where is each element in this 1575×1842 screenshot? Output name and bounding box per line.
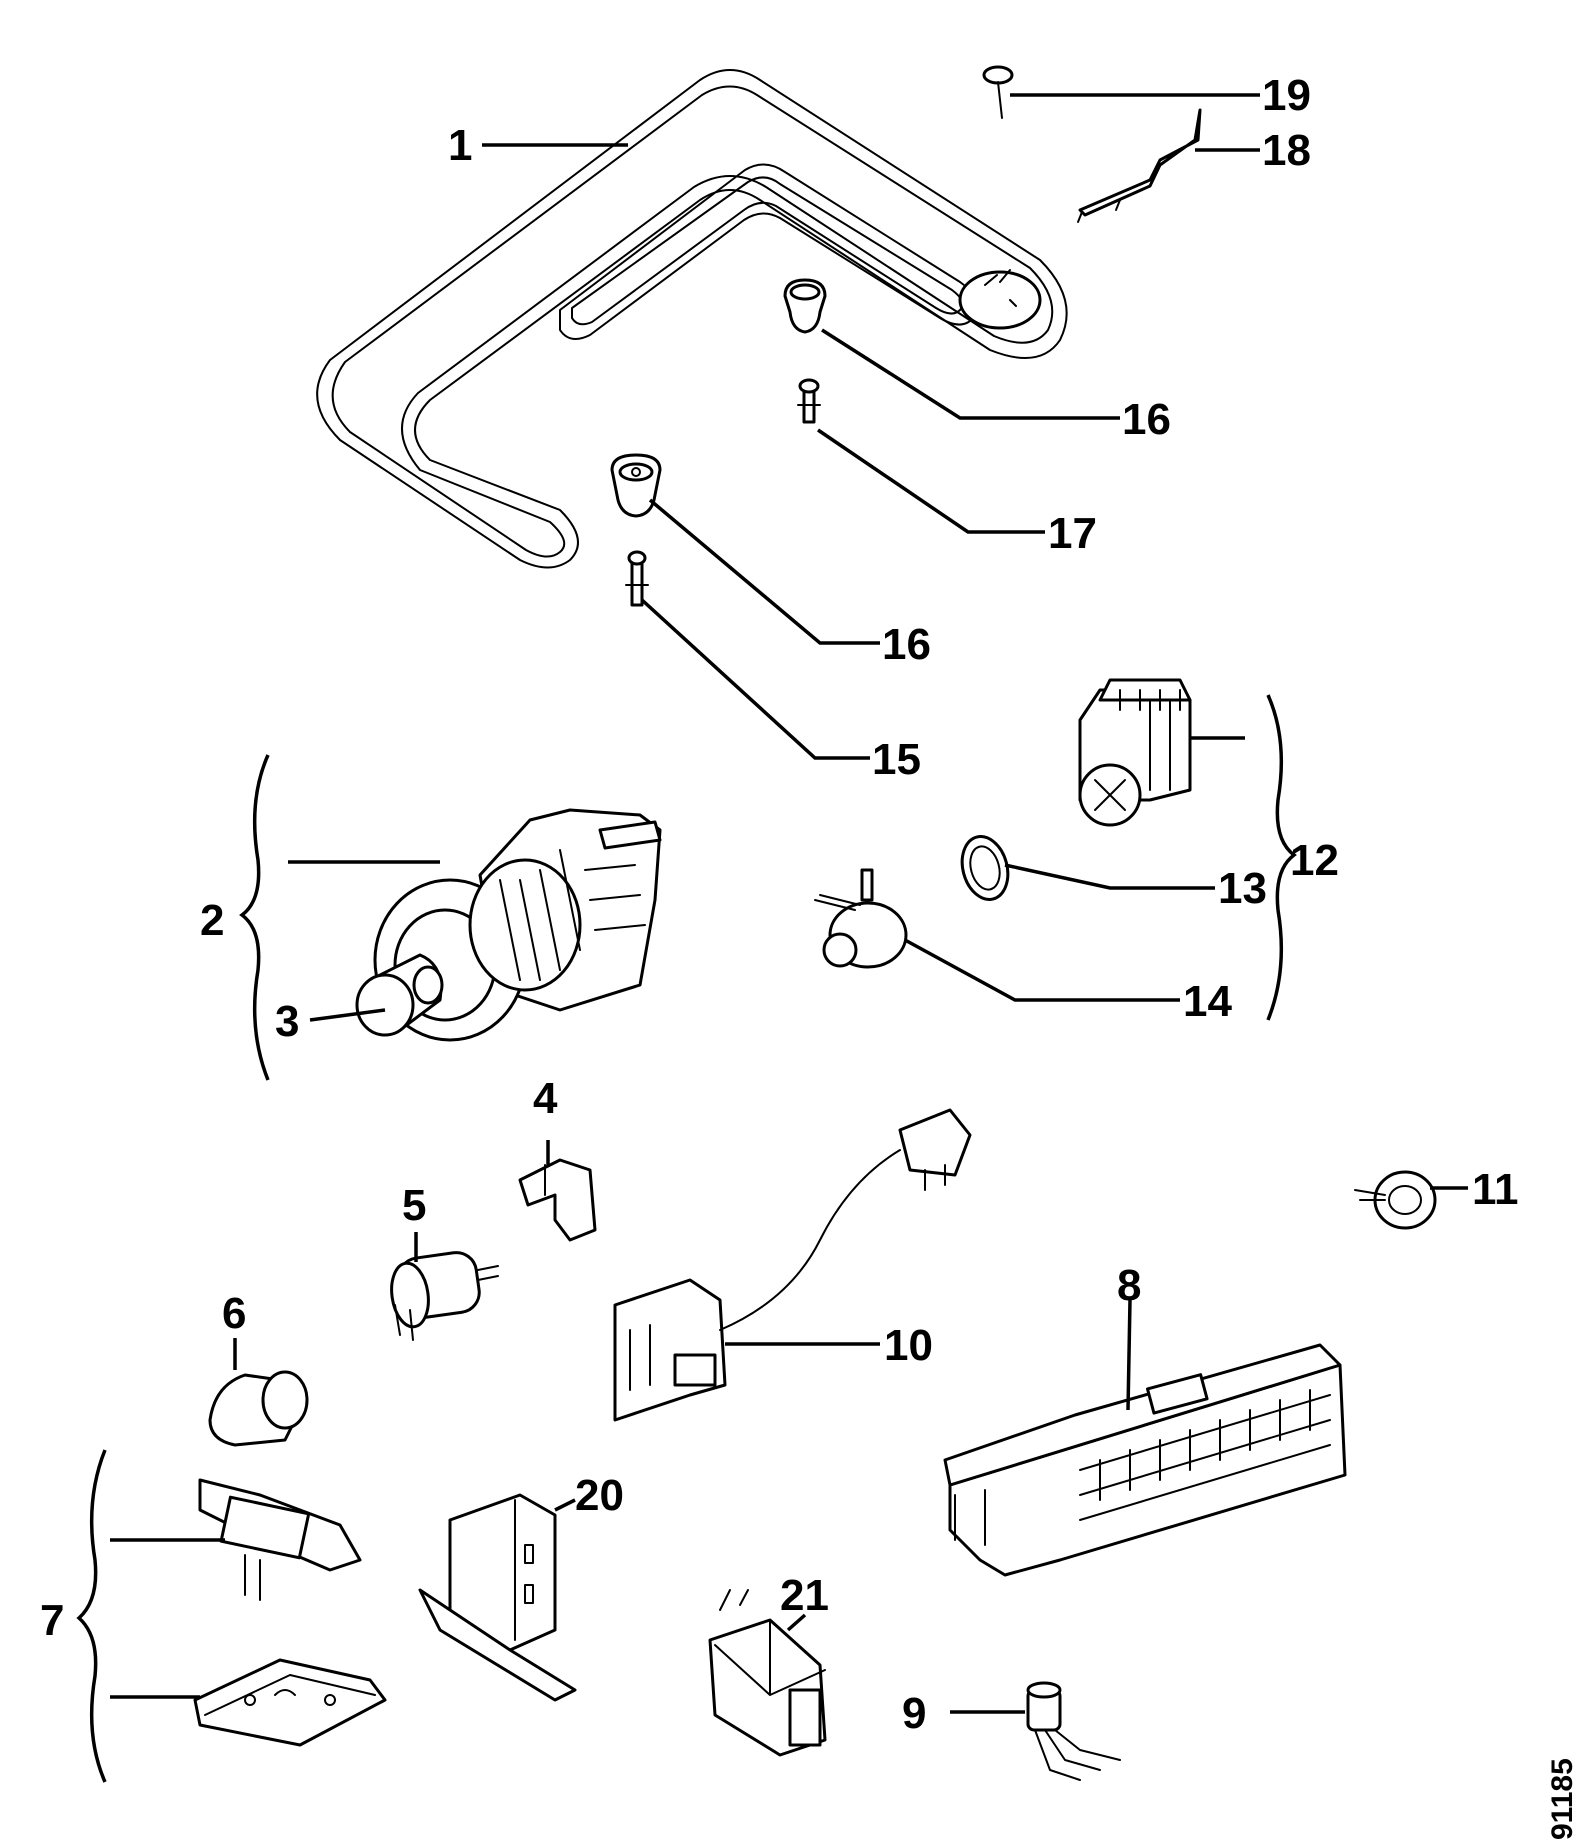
callout-16-top: 16 — [1122, 395, 1171, 444]
callout-2: 2 — [200, 896, 224, 945]
callout-1: 1 — [448, 121, 472, 170]
callout-10: 10 — [884, 1321, 933, 1370]
callout-16-lower: 16 — [882, 620, 931, 669]
bracket-18-part — [1077, 108, 1202, 223]
grommet-16-top-part — [783, 278, 827, 334]
leader-lines — [110, 93, 1468, 1714]
brace-group-12-14 — [1266, 694, 1297, 1021]
callout-12: 12 — [1290, 836, 1339, 885]
o-ring-13-part — [960, 835, 1010, 901]
knob-6-part — [208, 1370, 309, 1447]
switch-cover-7-part — [193, 1658, 387, 1747]
pressure-switch-14-part — [814, 868, 908, 969]
callout-3: 3 — [275, 997, 299, 1046]
callout-14: 14 — [1183, 977, 1232, 1026]
screw-19-part — [982, 65, 1014, 119]
callout-15: 15 — [872, 735, 921, 784]
stud-15-part — [625, 550, 649, 607]
mains-cable-10-part — [613, 1108, 972, 1422]
pump-outlet-3-part — [355, 953, 444, 1037]
callout-13: 13 — [1218, 864, 1267, 913]
callout-19: 19 — [1262, 71, 1311, 120]
grommet-16-lower-part — [610, 453, 662, 518]
switch-assembly-7-part — [198, 1478, 362, 1601]
circulation-pump-2-part — [373, 808, 662, 1042]
brace-group-2-3 — [239, 754, 270, 1081]
drain-pump-12-part — [1078, 678, 1192, 827]
callout-18: 18 — [1262, 126, 1311, 175]
brace-group-7 — [76, 1449, 107, 1783]
callout-21: 21 — [780, 1571, 829, 1620]
callout-4: 4 — [533, 1074, 558, 1123]
callout-6: 6 — [222, 1289, 246, 1338]
capacitor-5-part — [390, 1251, 499, 1341]
clip-4-part — [518, 1158, 597, 1242]
stud-17-part — [797, 378, 821, 424]
pressure-switch-11-part — [1354, 1170, 1437, 1230]
control-board-8-part — [943, 1343, 1347, 1577]
callout-8: 8 — [1117, 1261, 1141, 1310]
document-number: 91185 — [1546, 1758, 1575, 1840]
callout-5: 5 — [402, 1181, 426, 1230]
callout-labels: 1 19 18 16 17 16 15 12 13 14 2 3 4 5 11 … — [40, 71, 1575, 1840]
callout-11: 11 — [1472, 1165, 1519, 1214]
callout-9: 9 — [902, 1689, 926, 1738]
suppressor-9-part — [1026, 1681, 1121, 1781]
heating-element-part — [316, 69, 1068, 569]
callout-17: 17 — [1048, 509, 1097, 558]
bracket-20-part — [418, 1493, 577, 1702]
callout-20: 20 — [575, 1471, 624, 1520]
callout-7: 7 — [40, 1596, 64, 1645]
relay-module-21-part — [708, 1589, 827, 1757]
